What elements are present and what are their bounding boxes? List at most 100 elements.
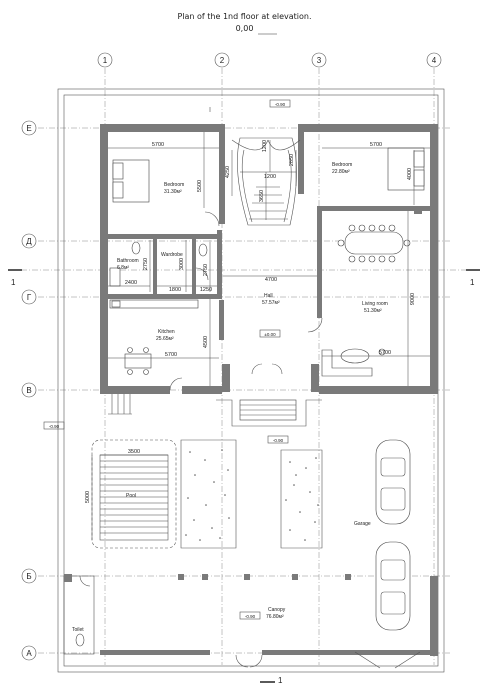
section-label: 1	[11, 278, 16, 287]
axis-label: Д	[26, 237, 32, 246]
section-label: 1	[470, 278, 475, 287]
dimension-lines	[91, 132, 430, 540]
columns	[100, 124, 438, 656]
room-bedroom-left: Bedroom 31.30м²	[164, 182, 184, 195]
axis-bubble-b: Б	[21, 568, 37, 584]
section-mark-right: 1	[466, 269, 480, 287]
room-living: Living room 51.30м²	[362, 301, 388, 314]
dim-text: 1800	[169, 287, 181, 293]
axis-bubble-v: В	[21, 382, 37, 398]
room-name: Living room	[362, 301, 388, 307]
interior-walls	[108, 124, 438, 340]
bed-right	[387, 147, 425, 191]
room-area: 76.80м²	[266, 614, 284, 620]
level-middle: -0.90	[273, 438, 284, 443]
room-kitchen: Kitchen 25.65м²	[156, 329, 175, 342]
axis-label: Г	[27, 293, 32, 302]
sofa-living	[321, 348, 386, 377]
room-canopy: Canopy 76.80м²	[266, 607, 286, 620]
room-name: Pool	[126, 493, 136, 499]
axis-bubble-g: Г	[21, 289, 37, 305]
axis-label: Б	[26, 572, 31, 581]
kitchen-counter	[109, 299, 199, 309]
level-marks: -0.90 ±0.00 -0.90 -0.90 -0.90	[43, 99, 291, 620]
dim-text: 9000	[410, 293, 416, 305]
room-hall: Hall 57.57м²	[262, 293, 280, 306]
level-canopy: -0.90	[245, 614, 256, 619]
axis-label: 2	[220, 56, 225, 65]
section-label: 1	[278, 676, 283, 685]
room-bathroom: Bathroom 6.8м²	[117, 258, 139, 271]
dim-text: 3500	[128, 449, 140, 455]
dim-text: 3000	[179, 258, 185, 270]
room-name: Kitchen	[158, 329, 175, 335]
room-name: Wardrobe	[161, 252, 183, 258]
axis-bubble-e: Е	[21, 120, 37, 136]
toilet-block	[63, 574, 95, 655]
room-area: 6.8м²	[117, 265, 129, 271]
staircase	[231, 137, 301, 226]
dim-text: 5700	[152, 142, 164, 148]
room-wardrobe: Wardrobe	[161, 252, 183, 258]
car-top	[375, 439, 411, 525]
dim-text: 1200	[262, 140, 268, 152]
room-name: Bedroom	[332, 162, 352, 168]
axis-bubble-a: А	[21, 645, 37, 661]
section-mark-left: 1	[8, 269, 22, 287]
dim-text: 1200	[264, 174, 276, 180]
dim-text: 2850	[289, 154, 295, 166]
axis-bubble-d: Д	[21, 233, 37, 249]
room-area: 31.30м²	[164, 189, 182, 195]
dim-text: 3650	[259, 190, 265, 202]
bed-left	[112, 159, 150, 203]
axis-bubble-2: 2	[214, 52, 230, 68]
section-mark-bottom: 1	[260, 676, 283, 685]
axis-label: 4	[432, 56, 437, 65]
plan-elevation: 0,00	[235, 24, 254, 33]
level-zero: ±0.00	[264, 332, 276, 337]
axis-bubble-1: 1	[97, 52, 113, 68]
room-area: 51.30м²	[364, 308, 382, 314]
room-bedroom-right: Bedroom 22.80м²	[332, 162, 352, 175]
room-garage: Garage	[354, 521, 371, 527]
room-area: 57.57м²	[262, 300, 280, 306]
room-name: Hall	[264, 293, 273, 299]
room-name: Garage	[354, 521, 371, 527]
bathroom-fixtures	[75, 241, 208, 647]
axis-label: 3	[317, 56, 322, 65]
gravel-bed-right	[280, 449, 323, 549]
dim-text: 5700	[379, 350, 391, 356]
room-name: Bedroom	[164, 182, 184, 188]
axis-label: 1	[103, 56, 108, 65]
dim-text: 5700	[165, 352, 177, 358]
room-pool: Pool	[126, 493, 136, 499]
dim-text: 4700	[265, 277, 277, 283]
axis-label: Е	[26, 124, 31, 133]
dim-text: 1250	[200, 287, 212, 293]
dim-text: 5000	[85, 491, 91, 503]
dimension-values: 5700 5700 5500 4250 1200 2850 1200 3650 …	[85, 140, 416, 503]
level-left: -0.90	[49, 424, 60, 429]
dim-text: 4000	[407, 168, 413, 180]
room-area: 22.80м²	[332, 169, 350, 175]
axis-bubble-3: 3	[311, 52, 327, 68]
dim-text: 2400	[125, 280, 137, 286]
car-bottom	[375, 541, 411, 631]
plan-title: Plan of the 1nd floor at elevation.	[177, 12, 312, 21]
room-name: Canopy	[268, 607, 286, 613]
dim-text: 2750	[143, 258, 149, 270]
back-steps	[108, 394, 132, 415]
room-name: Toilet	[72, 627, 84, 633]
dining-table-living	[337, 224, 411, 263]
kitchen-table	[124, 347, 152, 375]
exterior-walls	[100, 124, 438, 394]
entrance-markers	[354, 651, 421, 669]
level-top: -0.90	[275, 102, 286, 107]
axis-label: В	[26, 386, 31, 395]
dim-text: 4250	[225, 166, 231, 178]
dim-text: 5700	[370, 142, 382, 148]
room-area: 25.65м²	[156, 336, 174, 342]
dim-text: 5500	[197, 180, 203, 192]
front-steps	[216, 399, 322, 427]
